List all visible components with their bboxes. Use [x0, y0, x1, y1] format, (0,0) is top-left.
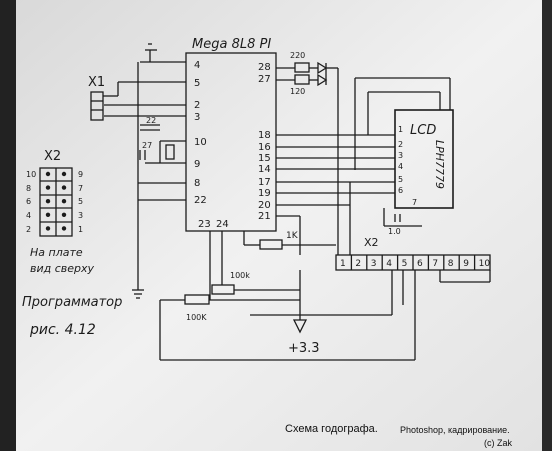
header-x2-pin: 9: [463, 259, 469, 269]
grid-pin-dot: [45, 212, 51, 217]
header-x2-pin: 6: [417, 259, 423, 269]
lcd-pin: 1: [398, 125, 403, 134]
grid-pin-dot: [61, 185, 67, 190]
mcu-pin-right: 20: [258, 200, 271, 211]
lcd-module: [394, 109, 454, 209]
c22-label: 22: [146, 116, 156, 125]
mcu-chip: [185, 52, 277, 232]
header-x2-pin: 5: [402, 259, 408, 269]
x2-label: X2: [44, 149, 61, 164]
mcu-pin-left: 9: [194, 159, 200, 170]
grid-pin-dot: [61, 226, 67, 231]
mcu-pin-left: 3: [194, 112, 200, 123]
mcu-pin-bottom: 24: [216, 219, 229, 230]
mcu-pin-right: 14: [258, 164, 271, 175]
lcd-pin: 2: [398, 140, 403, 149]
mcu-pin-left: 22: [194, 195, 207, 206]
x2-pin-right: 1: [78, 225, 83, 234]
caption-author: (c) Zak: [484, 438, 512, 448]
lcd-extra-label: 1.0: [388, 227, 401, 236]
r120-label: 120: [290, 87, 305, 96]
x2-pin-left: 2: [26, 225, 31, 234]
mcu-pin-right: 27: [258, 74, 271, 85]
figure-note: рис. 4.12: [29, 322, 96, 338]
x2-pin-right: 5: [78, 197, 83, 206]
mcu-pin-right: 18: [258, 130, 271, 141]
x2-pin-left: 6: [26, 197, 31, 206]
mcu-pin-left: 8: [194, 178, 200, 189]
r100k-a-label: 100k: [230, 271, 250, 280]
mcu-pin-right: 21: [258, 211, 271, 222]
grid-pin-dot: [61, 199, 67, 204]
caption-credits: Photoshop, кадрирование.: [400, 425, 510, 435]
lcd-pin: 7: [412, 198, 417, 207]
header-x2-label: X2: [364, 236, 379, 249]
board-view-note-2: вид сверху: [30, 262, 95, 275]
header-x2-pin: 8: [448, 259, 454, 269]
mcu-pin-left: 5: [194, 78, 200, 89]
connector-x1: [90, 91, 104, 121]
lcd-pin: 3: [398, 151, 403, 160]
grid-pin-dot: [61, 171, 67, 177]
header-x2-pin: 2: [355, 259, 361, 269]
x2-pin-left: 10: [26, 170, 36, 179]
header-x2-pin: 10: [479, 259, 491, 269]
x2-pin-right: 7: [78, 184, 83, 193]
lcd-title: LCD: [410, 123, 436, 138]
lcd-pin: 6: [398, 186, 403, 195]
x2-pin-left: 4: [26, 211, 31, 220]
x2-pin-left: 8: [26, 184, 31, 193]
mcu-pin-right: 16: [258, 142, 271, 153]
r100k-b-label: 100K: [186, 313, 207, 322]
grid-pin-dot: [45, 171, 51, 177]
mcu-pin-right: 19: [258, 188, 271, 199]
x2-pin-right: 9: [78, 170, 83, 179]
header-x2-pin: 7: [432, 259, 438, 269]
lcd-model: LPH7779: [433, 140, 446, 189]
power-label: +3.3: [288, 341, 320, 356]
mcu-pin-right: 17: [258, 177, 271, 188]
mcu-pin-left: 2: [194, 100, 200, 111]
mcu-pin-bottom: 23: [198, 219, 211, 230]
header-x2-pin: 1: [340, 259, 346, 269]
mcu-pin-right: 15: [258, 153, 271, 164]
grid-pin-dot: [45, 185, 51, 190]
mcu-pin-left: 4: [194, 60, 200, 71]
x1-label: X1: [88, 75, 105, 90]
mcu-pin-right: 28: [258, 62, 271, 73]
paper: [14, 0, 546, 451]
r1k-label: 1K: [286, 231, 299, 241]
grid-pin-dot: [45, 226, 51, 231]
mcu-pin-left: 10: [194, 137, 207, 148]
programmer-note: Программатор: [22, 295, 122, 310]
x2-pin-right: 3: [78, 211, 83, 220]
board-view-note-1: На плате: [30, 246, 83, 259]
grid-pin-dot: [61, 212, 67, 217]
header-x2-pin: 4: [386, 259, 392, 269]
lcd-pin: 4: [398, 162, 403, 171]
caption-title: Схема годографа.: [285, 423, 378, 435]
lcd-pin: 5: [398, 175, 403, 184]
c27-label: 27: [142, 141, 152, 150]
r220-label: 220: [290, 51, 305, 60]
grid-pin-dot: [45, 199, 51, 204]
header-x2-pin: 3: [371, 259, 377, 269]
mcu-name: Mega 8L8 PI: [192, 37, 271, 52]
